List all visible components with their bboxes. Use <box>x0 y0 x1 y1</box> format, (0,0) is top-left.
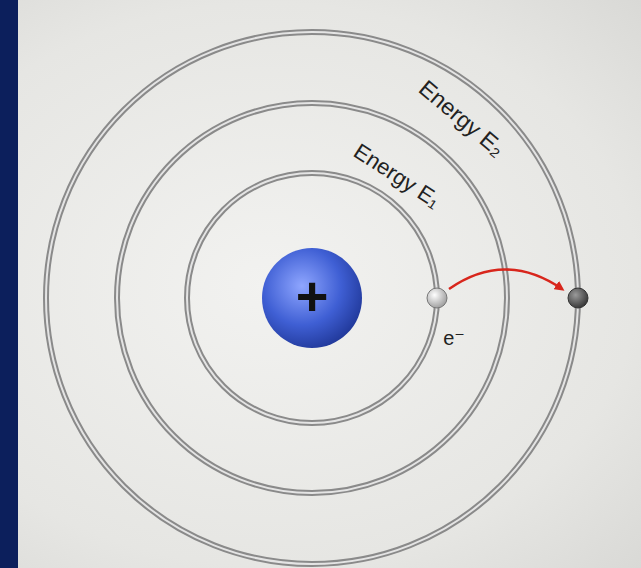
charge-sign: + <box>296 268 329 324</box>
transition-arrow <box>449 270 562 290</box>
orbit-rings <box>46 32 578 564</box>
electron <box>427 288 447 308</box>
electron <box>568 288 588 308</box>
electron-symbol: e⁻ <box>443 328 465 348</box>
nucleus <box>262 248 362 348</box>
